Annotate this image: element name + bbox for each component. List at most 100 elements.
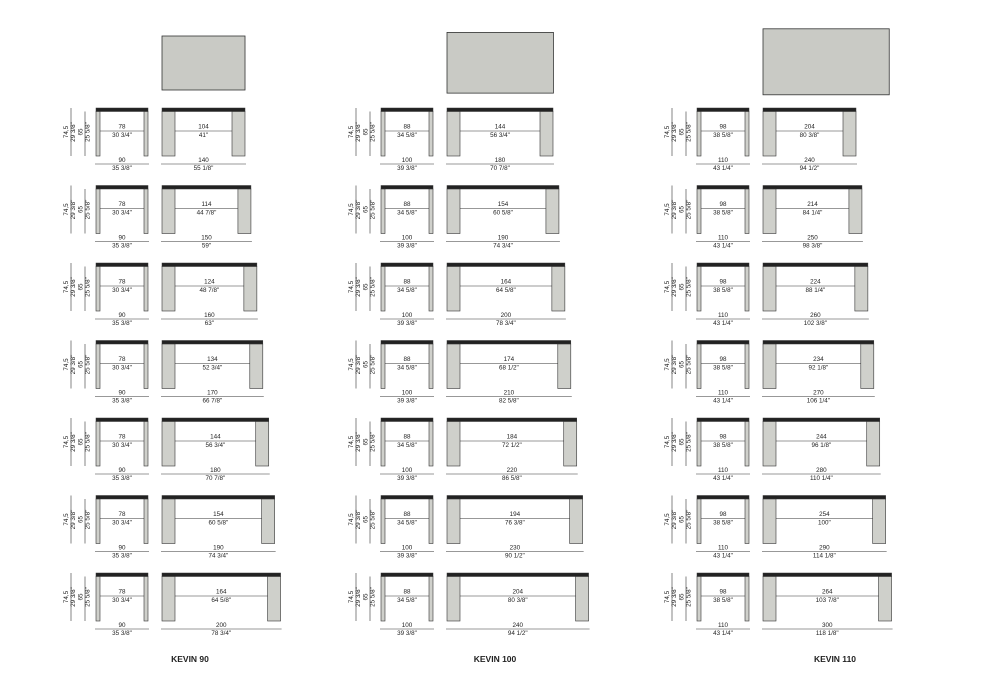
height-label: 65 bbox=[678, 438, 685, 446]
table-leg bbox=[842, 111, 857, 157]
table-top-edge bbox=[95, 340, 149, 345]
outer-width-cm: 90 bbox=[118, 390, 126, 397]
height-label: 65 bbox=[77, 438, 84, 446]
height-label: 25 5/8" bbox=[686, 200, 693, 220]
outer-width-cm: 110 bbox=[718, 390, 729, 397]
outer-length-cm: 160 bbox=[204, 312, 215, 319]
height-label: 29 3/8" bbox=[355, 200, 362, 220]
inner-width-in: 38 5/8" bbox=[713, 287, 733, 294]
inner-length-in: 88 1/4" bbox=[806, 287, 826, 294]
table-leg bbox=[744, 576, 750, 622]
height-label: 74,5 bbox=[348, 513, 355, 526]
inner-length-cm: 124 bbox=[204, 279, 215, 286]
table-leg bbox=[446, 498, 461, 544]
inner-length-cm: 224 bbox=[810, 279, 821, 286]
height-label: 74,5 bbox=[664, 125, 671, 138]
inner-length-in: 56 3/4" bbox=[490, 132, 510, 139]
table-top-edge bbox=[380, 495, 434, 500]
inner-length-cm: 204 bbox=[804, 124, 815, 131]
inner-length-cm: 194 bbox=[510, 511, 521, 518]
outer-length-in: 70 7/8" bbox=[490, 165, 510, 172]
table-leg bbox=[762, 421, 777, 467]
outer-length-cm: 240 bbox=[513, 622, 524, 629]
inner-width-cm: 98 bbox=[719, 434, 727, 441]
height-label: 29 3/8" bbox=[355, 122, 362, 142]
outer-width-in: 39 3/8" bbox=[397, 165, 417, 172]
table-leg bbox=[261, 498, 275, 544]
table-leg bbox=[551, 266, 566, 312]
inner-length-cm: 244 bbox=[816, 434, 827, 441]
outer-width-cm: 110 bbox=[718, 545, 729, 552]
outer-width-cm: 100 bbox=[402, 312, 413, 319]
outer-length-cm: 230 bbox=[510, 545, 521, 552]
table-top-edge bbox=[380, 340, 434, 345]
table-leg bbox=[380, 266, 386, 312]
outer-width-in: 35 3/8" bbox=[112, 475, 132, 482]
height-label: 29 3/8" bbox=[70, 432, 77, 452]
height-label: 74,5 bbox=[664, 513, 671, 526]
inner-width-in: 38 5/8" bbox=[713, 597, 733, 604]
inner-width-in: 34 5/8" bbox=[397, 442, 417, 449]
height-label: 65 bbox=[362, 283, 369, 291]
table-top-edge bbox=[696, 262, 750, 267]
table-top-edge bbox=[161, 185, 252, 190]
outer-length-cm: 180 bbox=[210, 467, 221, 474]
table-top-edge bbox=[762, 340, 875, 345]
height-label: 65 bbox=[678, 593, 685, 601]
table-top-edge bbox=[161, 572, 281, 577]
table-leg bbox=[267, 576, 281, 622]
inner-length-in: 68 1/2" bbox=[499, 365, 519, 372]
table-leg bbox=[446, 188, 461, 234]
height-label: 29 3/8" bbox=[671, 510, 678, 530]
outer-width-cm: 100 bbox=[402, 157, 413, 164]
table-leg bbox=[143, 421, 149, 467]
table-leg bbox=[237, 188, 252, 234]
outer-length-cm: 170 bbox=[207, 390, 218, 397]
outer-width-in: 39 3/8" bbox=[397, 475, 417, 482]
table-leg bbox=[95, 111, 101, 157]
inner-width-cm: 78 bbox=[118, 511, 126, 518]
table-leg bbox=[854, 266, 869, 312]
height-label: 65 bbox=[678, 361, 685, 369]
outer-width-in: 43 1/4" bbox=[713, 320, 733, 327]
height-label: 25 5/8" bbox=[370, 277, 377, 297]
height-label: 29 3/8" bbox=[70, 587, 77, 607]
table-top-edge bbox=[380, 417, 434, 422]
height-label: 65 bbox=[77, 128, 84, 136]
inner-width-in: 38 5/8" bbox=[713, 442, 733, 449]
outer-width-cm: 90 bbox=[118, 235, 126, 242]
height-label: 65 bbox=[77, 593, 84, 601]
inner-length-in: 80 3/8" bbox=[508, 597, 528, 604]
outer-width-in: 35 3/8" bbox=[112, 243, 132, 250]
table-leg bbox=[380, 188, 386, 234]
inner-length-in: 84 1/4" bbox=[803, 210, 823, 217]
height-label: 65 bbox=[678, 283, 685, 291]
inner-length-in: 64 5/8" bbox=[496, 287, 516, 294]
height-label: 65 bbox=[362, 206, 369, 214]
outer-width-in: 43 1/4" bbox=[713, 475, 733, 482]
table-top-edge bbox=[446, 262, 566, 267]
table-top-edge bbox=[161, 107, 246, 112]
table-leg bbox=[143, 498, 149, 544]
outer-width-in: 39 3/8" bbox=[397, 398, 417, 405]
height-label: 74,5 bbox=[664, 358, 671, 371]
inner-width-in: 34 5/8" bbox=[397, 520, 417, 527]
table-leg bbox=[744, 111, 750, 157]
inner-width-cm: 98 bbox=[719, 511, 727, 518]
inner-length-cm: 184 bbox=[507, 434, 518, 441]
table-leg bbox=[872, 498, 886, 544]
inner-length-cm: 254 bbox=[819, 511, 830, 518]
inner-length-cm: 144 bbox=[210, 434, 221, 441]
height-label: 65 bbox=[362, 438, 369, 446]
table-leg bbox=[744, 266, 750, 312]
table-leg bbox=[95, 421, 101, 467]
